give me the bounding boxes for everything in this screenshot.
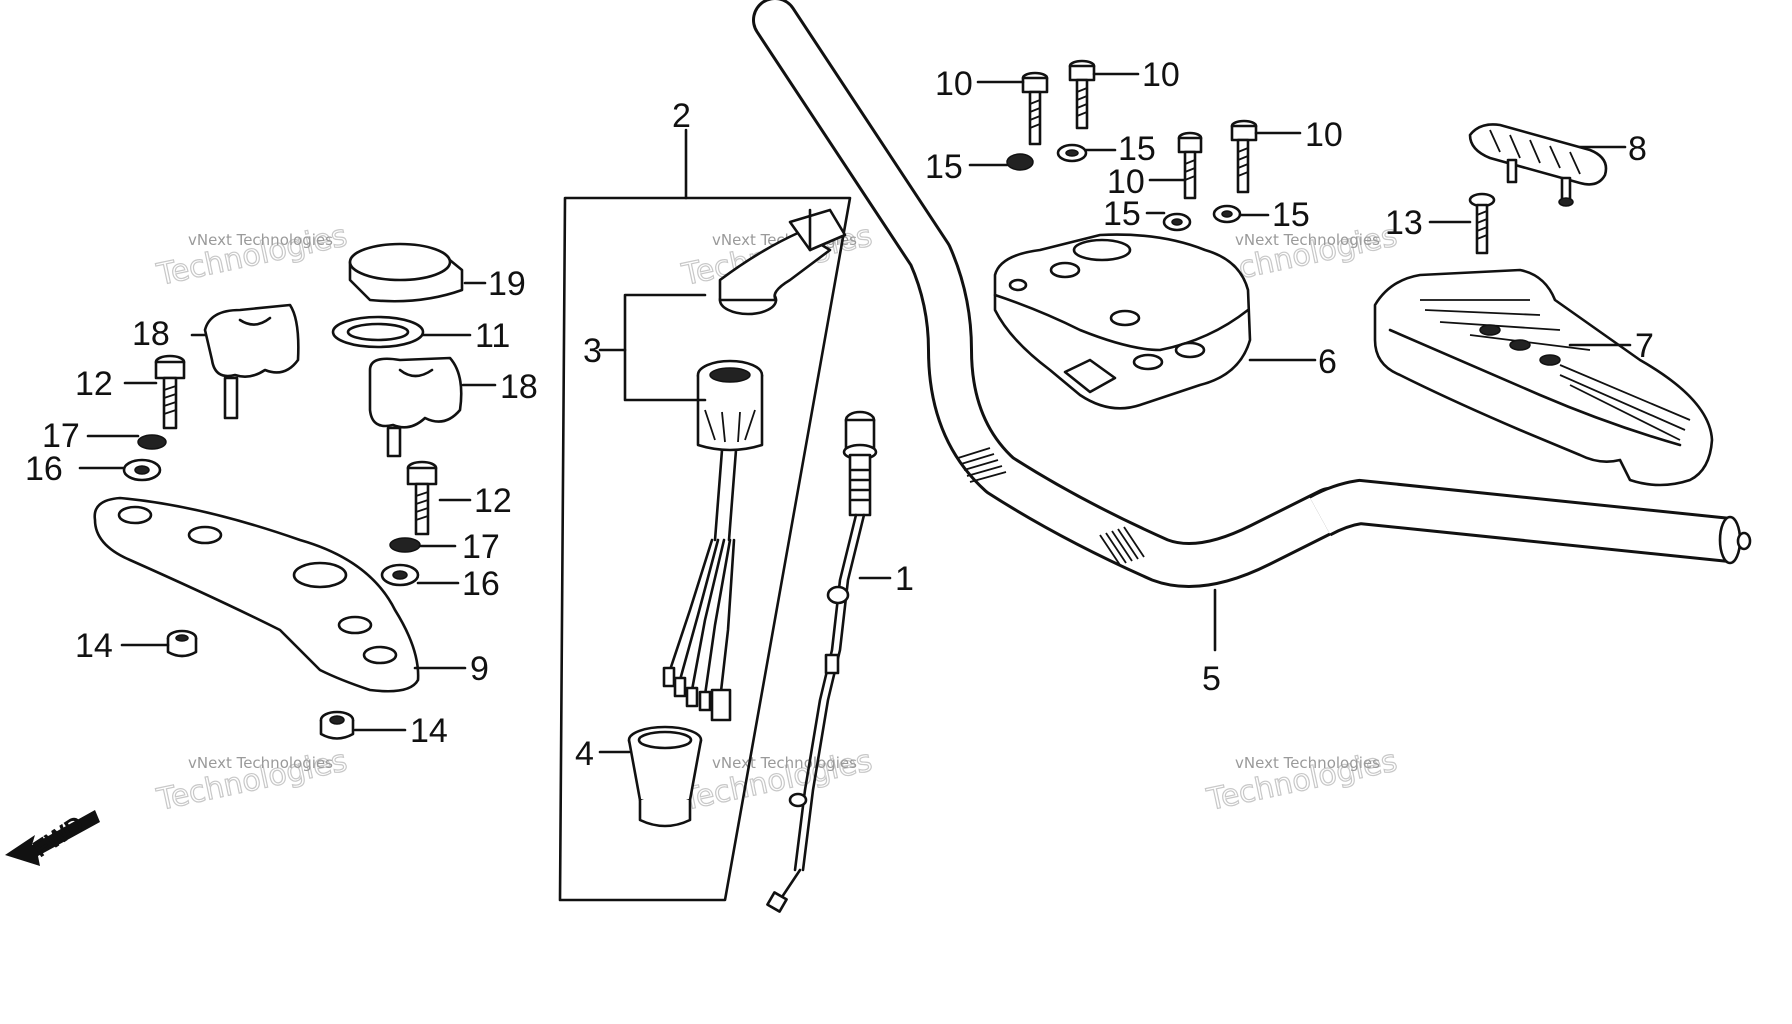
callout-2: 2 [672, 97, 691, 135]
watermark-small: vNext Technologies [1235, 231, 1380, 249]
callout-8: 8 [1628, 130, 1647, 168]
callout-10b: 10 [1142, 56, 1180, 94]
handlebar: 5 [752, 0, 1752, 698]
emblem: 8 13 [1385, 123, 1647, 255]
callout-13: 13 [1385, 204, 1423, 242]
callout-11: 11 [475, 317, 510, 355]
holder-plate: 9 [93, 496, 489, 693]
throttle-cable: 1 [766, 410, 914, 913]
callout-15a: 15 [925, 148, 963, 186]
callout-10c: 10 [1107, 163, 1145, 201]
handlebar-holders: 19 11 18 18 12 17 16 [25, 242, 538, 603]
nuts: 14 14 [75, 627, 448, 750]
callout-16a: 16 [25, 450, 63, 488]
callout-14b: 14 [410, 712, 448, 750]
watermark-small: vNext Technologies [1235, 754, 1380, 772]
callout-14a: 14 [75, 627, 113, 665]
callout-6: 6 [1318, 343, 1337, 381]
watermark-small: vNext Technologies [188, 231, 333, 249]
watermark-big: Technologies [153, 219, 350, 294]
callout-7: 7 [1635, 327, 1654, 365]
callout-1: 1 [895, 560, 914, 598]
callout-18b: 18 [500, 368, 538, 406]
callout-19: 19 [488, 265, 526, 303]
fwd-arrow: FWD [5, 810, 100, 866]
callout-16b: 16 [462, 565, 500, 603]
callout-17b: 17 [462, 528, 500, 566]
callout-3: 3 [583, 332, 602, 370]
handlebar-cover-upper: 7 [1373, 268, 1714, 487]
watermark-small: vNext Technologies [188, 754, 333, 772]
callout-4: 4 [575, 735, 594, 773]
handlebar-cover-lower: 6 [993, 233, 1337, 410]
callout-18a: 18 [132, 315, 170, 353]
bolts-and-washers: 10 15 10 15 10 15 10 [925, 56, 1343, 234]
callout-10a: 10 [935, 65, 973, 103]
callout-15d: 15 [1272, 196, 1310, 234]
callout-10d: 10 [1305, 116, 1343, 154]
ignition-switch-assembly: 2 3 4 [558, 97, 852, 902]
callout-15c: 15 [1103, 195, 1141, 233]
watermark-small: vNext Technologies [712, 754, 857, 772]
callout-5: 5 [1202, 660, 1221, 698]
callout-17a: 17 [42, 417, 80, 455]
callout-12a: 12 [75, 365, 113, 403]
callout-9: 9 [470, 650, 489, 688]
callout-15b: 15 [1118, 130, 1156, 168]
callout-12b: 12 [474, 482, 512, 520]
